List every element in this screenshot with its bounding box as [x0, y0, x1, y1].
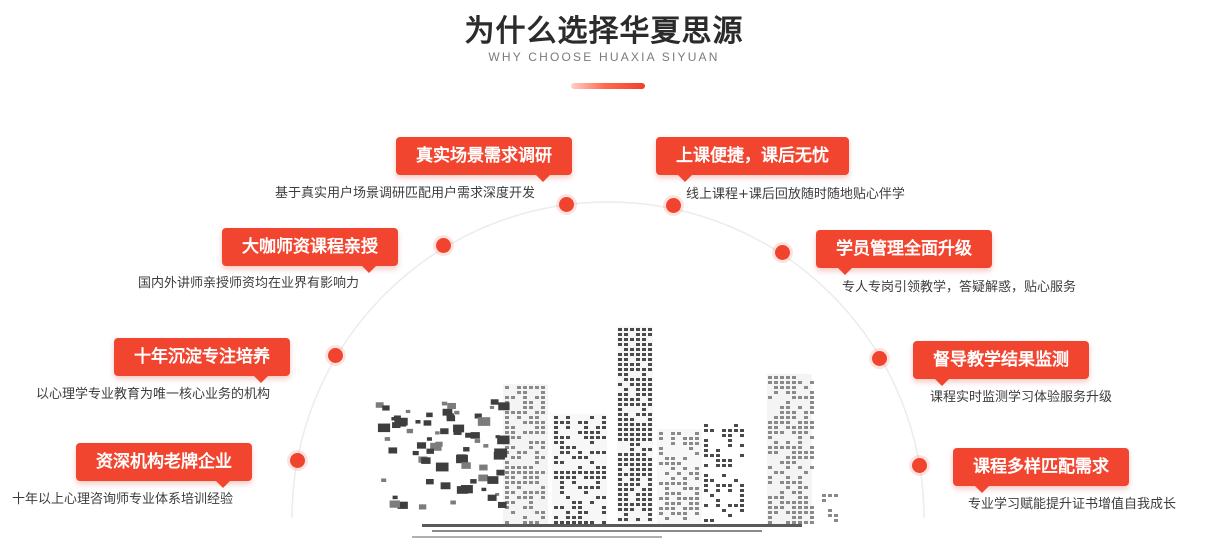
- timeline-dot-icon: [559, 197, 574, 212]
- feature-tag-veteran: 资深机构老牌企业: [76, 443, 252, 488]
- timeline-dot-icon: [328, 348, 343, 363]
- feature-desc-supervision: 课程实时监测学习体验服务升级: [930, 390, 1113, 405]
- title-underline: [571, 83, 645, 89]
- feature-tag-research: 真实场景需求调研: [396, 137, 572, 182]
- feature-desc-convenient: 线上课程+课后回放随时随地贴心伴学: [686, 187, 905, 202]
- feature-tag-supervision: 督导教学结果监测: [913, 341, 1089, 386]
- timeline-dot-icon: [666, 198, 681, 213]
- feature-desc-research: 基于真实用户场景调研匹配用户需求深度开发: [275, 186, 536, 201]
- feature-desc-teachers: 国内外讲师亲授师资均在业界有影响力: [138, 276, 360, 291]
- feature-tag-decade: 十年沉淀专注培养: [114, 338, 290, 383]
- feature-desc-decade: 以心理学专业教育为唯一核心业务的机构: [36, 387, 271, 402]
- timeline-dot-icon: [775, 245, 790, 260]
- timeline-dot-icon: [872, 351, 887, 366]
- feature-desc-management: 专人专岗引领教学，答疑解惑，贴心服务: [842, 280, 1077, 295]
- feature-tag-management: 学员管理全面升级: [816, 230, 992, 275]
- feature-desc-veteran: 十年以上心理咨询师专业体系培训经验: [12, 492, 234, 507]
- feature-tag-convenient: 上课便捷，课后无忧: [656, 137, 849, 182]
- timeline-dot-icon: [436, 238, 451, 253]
- timeline-dot-icon: [290, 453, 305, 468]
- feature-tag-teachers: 大咖师资课程亲授: [222, 228, 398, 273]
- city-skyline-icon: [375, 326, 838, 538]
- feature-desc-variety: 专业学习赋能提升证书增值自我成长: [968, 497, 1177, 512]
- timeline-dot-icon: [912, 458, 927, 473]
- page-subtitle: WHY CHOOSE HUAXIA SIYUAN: [488, 50, 720, 64]
- feature-tag-variety: 课程多样匹配需求: [953, 448, 1129, 493]
- page-title: 为什么选择华夏思源: [464, 14, 744, 49]
